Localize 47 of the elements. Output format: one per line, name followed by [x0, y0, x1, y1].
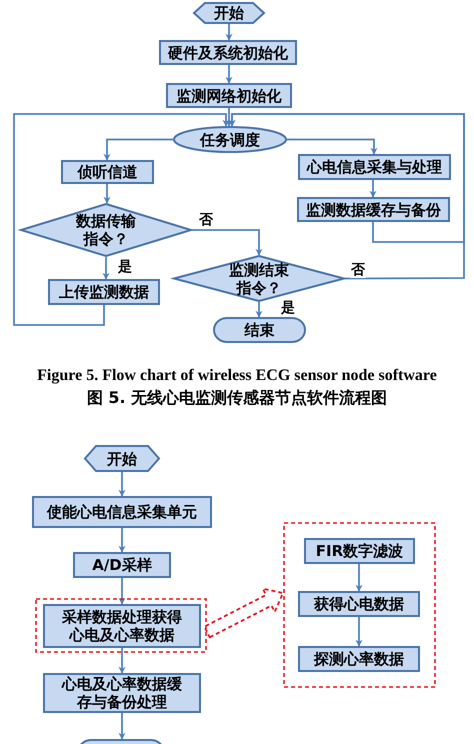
arrow [104, 184, 110, 204]
arrow [228, 113, 465, 280]
arrow [13, 113, 230, 326]
process-box: 侦听信道 [61, 160, 154, 184]
end-terminal: 结束 [213, 317, 306, 343]
arrow [192, 229, 262, 256]
arrow [356, 564, 362, 592]
arrow [356, 617, 362, 647]
decision-diamond: 监测结束指令？ [173, 255, 345, 302]
arrow [118, 472, 126, 497]
process-box: FIR数字滤波 [304, 538, 415, 564]
block-arrow [203, 587, 284, 639]
decision-diamond: 数据传输指令？ [20, 203, 192, 257]
edge-label: 是 [117, 259, 133, 275]
arrow [226, 65, 232, 84]
edge-label: 否 [198, 212, 214, 228]
dispatch-ellipse: 任务调度 [173, 126, 287, 153]
arrow [102, 257, 110, 280]
arrow [256, 302, 262, 318]
process-box: 监测数据缓存与备份 [297, 197, 450, 222]
arrow [118, 528, 126, 553]
process-box: 硬件及系统初始化 [159, 40, 297, 65]
process-box: 心电信息采集与处理 [298, 154, 451, 180]
arrow [287, 138, 378, 155]
process-box: 使能心电信息采集单元 [32, 496, 212, 528]
dashed-frame [35, 598, 207, 653]
process-box: 探测心率数据 [298, 646, 420, 672]
arrow [226, 24, 232, 41]
dashed-frame [283, 522, 436, 688]
arrow [118, 648, 126, 674]
arrow [118, 713, 126, 740]
process-box: 心电及心率数据缓存与备份处理 [43, 673, 201, 713]
arrow [104, 138, 173, 161]
start-hexagon: 开始 [193, 2, 265, 24]
process-box: A/D采样 [73, 552, 171, 578]
arrow [370, 180, 376, 198]
process-box: 采样数据处理获得心电及心率数据 [43, 604, 201, 648]
start-hexagon: 开始 [84, 445, 160, 472]
edge-label: 是 [280, 300, 296, 316]
process-box: 上传监测数据 [48, 279, 160, 305]
figure-caption: Figure 5. Flow chart of wireless ECG sensor node software [36, 367, 438, 385]
process-box: 监测网络初始化 [166, 83, 292, 108]
figure-caption: 图 5. 无线心电监测传感器节点软件流程图 [86, 388, 388, 409]
arrow [226, 108, 232, 127]
process-box: 获得心电数据 [298, 591, 420, 617]
arrow [118, 578, 126, 605]
edge-label: 否 [350, 262, 366, 278]
